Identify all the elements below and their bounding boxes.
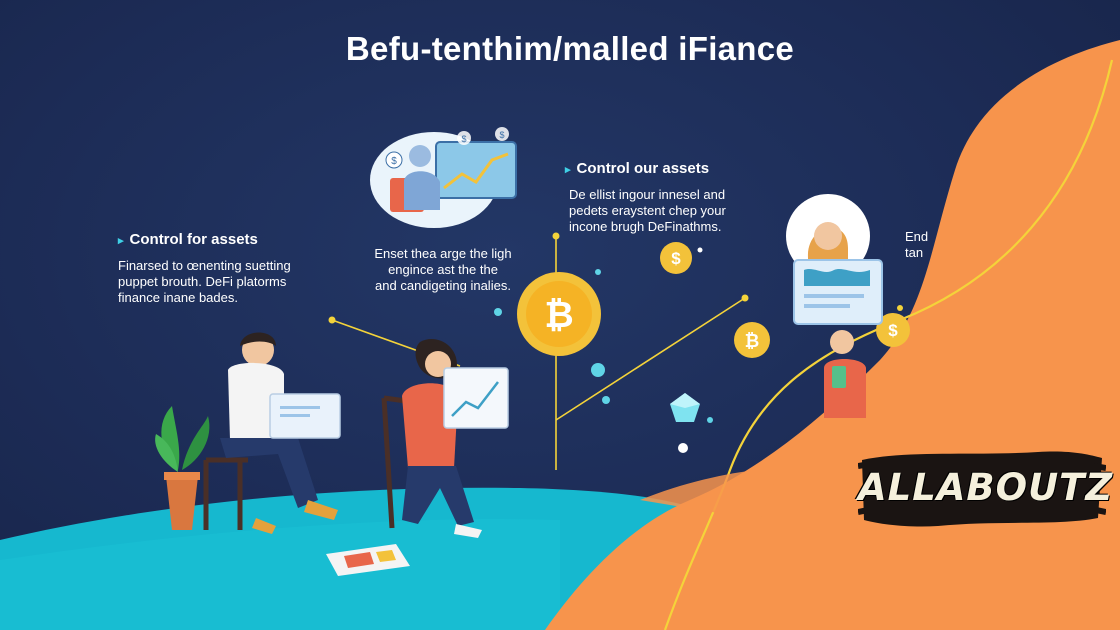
woman-with-chart-illustration xyxy=(381,338,509,538)
bitcoin-coin-icon: ₿ xyxy=(734,322,770,358)
svg-text:$: $ xyxy=(391,156,397,167)
section-body-middle: Enset thea arge the ligh engince ast the… xyxy=(374,246,512,293)
advisor-illustration xyxy=(786,194,883,418)
svg-text:₿: ₿ xyxy=(544,295,573,336)
section-heading-text: Control our assets xyxy=(576,160,710,177)
sparkle-dots xyxy=(494,247,713,453)
brand-logo-text: ALLABOUTZ xyxy=(858,466,1114,509)
brand-badge-background xyxy=(858,451,1106,527)
svg-text:$: $ xyxy=(461,134,466,144)
chart-icon xyxy=(443,367,509,429)
svg-text:$: $ xyxy=(888,321,898,340)
section-body-edge: End tan xyxy=(905,229,929,260)
documents-on-floor xyxy=(326,544,410,576)
trend-curve xyxy=(663,59,1114,630)
gem-icon xyxy=(670,393,700,422)
section-body-right: De ellist ingour innesel and pedets eray… xyxy=(569,187,726,234)
page-title: Befu-tenthim/malled iFiance xyxy=(345,30,795,67)
section-heading-right: ▸ Control our assets xyxy=(565,160,709,177)
floating-dollar-icons: $ $ xyxy=(457,127,509,145)
svg-text:₿: ₿ xyxy=(745,331,760,352)
caret-icon: ▸ xyxy=(118,235,124,247)
svg-text:$: $ xyxy=(499,130,504,140)
bitcoin-coin-icon: ₿ xyxy=(517,272,601,356)
dollar-coin-icon: $ xyxy=(660,242,692,274)
section-heading-text: Control for assets xyxy=(129,231,258,248)
section-heading-left: ▸ Control for assets xyxy=(118,231,258,248)
investor-illustration: $ xyxy=(370,132,517,228)
section-body-left: Finarsed to œnenting suetting puppet bro… xyxy=(118,258,291,305)
svg-text:$: $ xyxy=(671,249,681,268)
plant-icon xyxy=(155,406,210,530)
dollar-coin-icon: $ xyxy=(876,313,910,347)
caret-icon: ▸ xyxy=(565,164,571,176)
man-with-laptop-illustration xyxy=(155,332,341,534)
